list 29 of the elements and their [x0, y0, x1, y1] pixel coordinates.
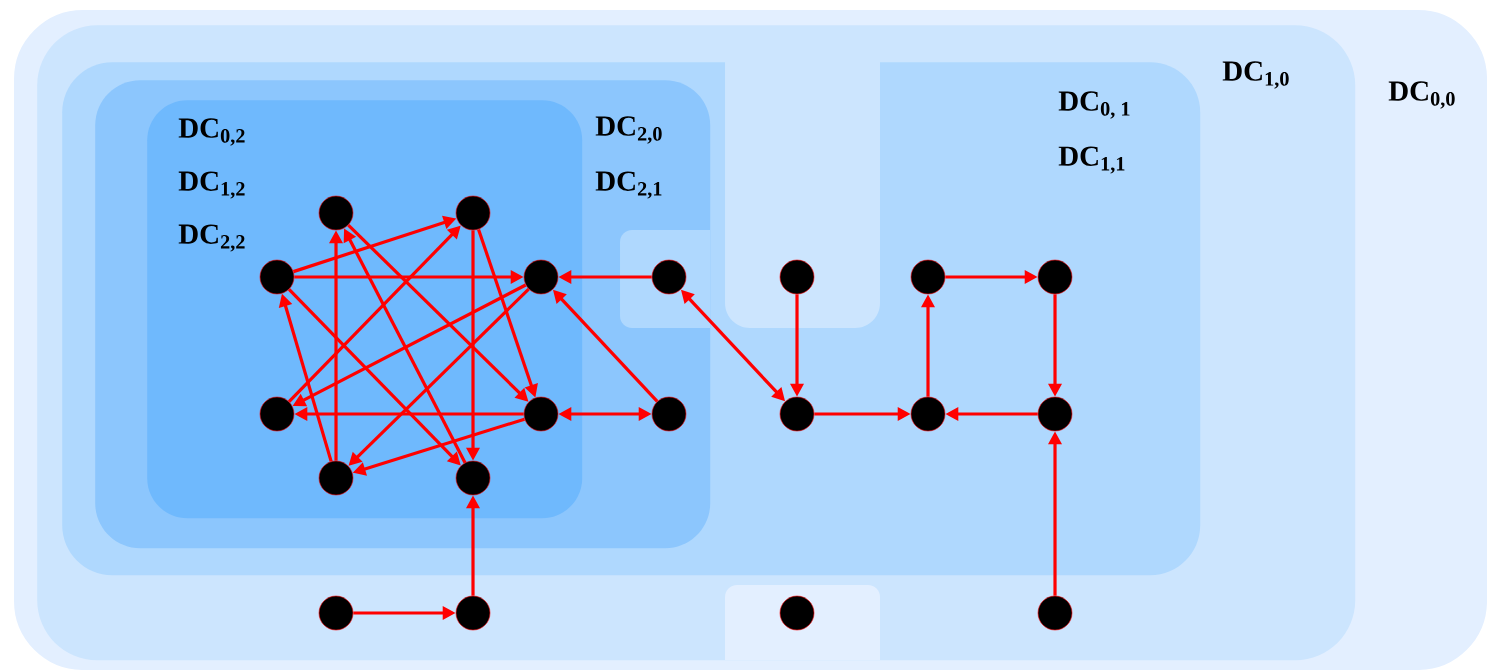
vertex-dot [651, 396, 687, 432]
region-label: DC$_{1,0}$ [1222, 61, 1289, 89]
vertex-dot [779, 259, 815, 295]
vertex-dot [523, 396, 559, 432]
vertex-dot [455, 460, 491, 496]
vertex-dot [910, 396, 946, 432]
vertex-dot [318, 595, 354, 631]
vertex-dot [651, 259, 687, 295]
vertex-dot [779, 595, 815, 631]
vertex-dot [259, 396, 295, 432]
region-label: DC$_{1,1}$ [1058, 146, 1125, 174]
vertex-dot [259, 259, 295, 295]
vertex-dot [1037, 396, 1073, 432]
region-label: DC$_{2,0}$ [595, 116, 662, 144]
vertex-dot [1037, 595, 1073, 631]
vertex-dot [318, 460, 354, 496]
vertex-dot [523, 259, 559, 295]
vertex-dot [910, 259, 946, 295]
region-label: DC$_{0,2}$ [178, 118, 245, 146]
vertex-dot [455, 595, 491, 631]
region-label: DC$_{2,1}$ [595, 171, 662, 199]
vertex-dot [1037, 259, 1073, 295]
region-label: DC$_{0,0}$ [1388, 81, 1455, 109]
vertex-dot [455, 195, 491, 231]
region-label: DC$_{2,2}$ [178, 224, 245, 252]
vertex-dot [779, 396, 815, 432]
region-label: DC$_{1,2}$ [178, 171, 245, 199]
vertex-dot [318, 195, 354, 231]
region-label: DC$_{0, 1}$ [1058, 91, 1130, 119]
